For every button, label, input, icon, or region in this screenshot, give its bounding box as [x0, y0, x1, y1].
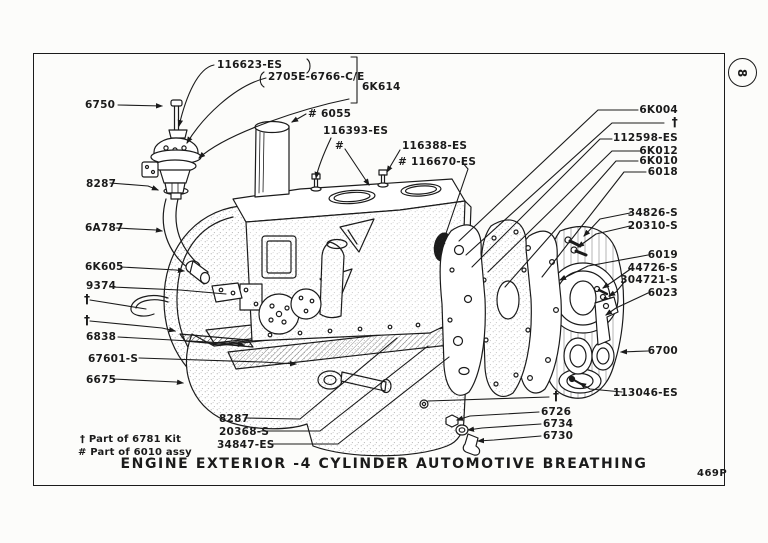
- leader-8287-bottom: [244, 337, 398, 420]
- part-label-6k614: 6K614: [362, 81, 401, 93]
- leader-6a787: [115, 227, 164, 233]
- leader-113046-es: [579, 382, 623, 393]
- part-label-6730: 6730: [543, 430, 574, 442]
- brace-right-116623: [306, 58, 311, 74]
- leader-6675: [112, 378, 185, 385]
- part-label-304721-s: 304721-S: [620, 274, 678, 286]
- leader-6019: [559, 254, 649, 281]
- part-label-dagger-drain: †: [553, 389, 560, 403]
- leader-6k012: [487, 150, 641, 273]
- leader-34826-s: [583, 212, 631, 237]
- part-label-116388-es: 116388-ES: [402, 140, 468, 152]
- leader-116670-es: [440, 161, 469, 250]
- leader-6055: [291, 113, 307, 123]
- fuel-pump-art: [141, 99, 202, 200]
- part-label-6726: 6726: [541, 406, 572, 418]
- sheet-number: 469P: [697, 468, 728, 479]
- leader-lines: [89, 56, 665, 445]
- part-label-34826-s: 34826-S: [627, 207, 678, 219]
- leader-6k605: [120, 266, 186, 273]
- leader-6730: [476, 435, 542, 444]
- part-label-20310-s: 20310-S: [627, 220, 678, 232]
- part-label-6k605: 6K605: [85, 261, 124, 273]
- part-label-dagger-right: †: [671, 115, 678, 129]
- part-label-dagger-hose: †: [84, 292, 91, 306]
- part-label-2705e-6766: 2705E-6766-C/E: [268, 71, 365, 83]
- part-label-6055: # 6055: [308, 108, 352, 120]
- leader-2705e: [186, 77, 267, 144]
- leader-6018: [541, 171, 647, 278]
- part-label-9374: 9374: [86, 280, 117, 292]
- part-label-hash-bolt: #: [335, 140, 345, 152]
- part-label-dagger-tray: †: [84, 313, 91, 327]
- part-label-116623-es: 116623-ES: [217, 59, 283, 71]
- leader-dagger-right: [465, 122, 665, 256]
- part-label-6k010: 6K010: [639, 155, 678, 167]
- part-label-6734: 6734: [543, 418, 574, 430]
- part-label-116670-es: # 116670-ES: [398, 156, 477, 168]
- leader-dagger-left-2: [89, 320, 177, 333]
- diagram-border: [33, 53, 725, 486]
- part-label-6023: 6023: [647, 287, 678, 299]
- page-number-circle: 8: [728, 58, 757, 87]
- leader-group-3: [198, 98, 350, 159]
- footnote-hash: # Part of 6010 assy: [78, 447, 192, 458]
- diagram-title: ENGINE EXTERIOR -4 CYLINDER AUTOMOTIVE B…: [120, 456, 648, 472]
- part-label-113046-es: 113046-ES: [612, 387, 678, 399]
- part-label-8287-pan: 8287: [219, 413, 250, 425]
- leader-112598-es: [471, 138, 613, 268]
- part-label-116393-es: 116393-ES: [323, 125, 389, 137]
- part-label-6018: 6018: [647, 166, 678, 178]
- leader-6838: [117, 336, 246, 348]
- leader-6k010: [504, 160, 639, 288]
- part-label-44726-s: 44726-S: [627, 262, 678, 274]
- leader-116388-es: [386, 149, 401, 173]
- leader-6734: [466, 423, 542, 432]
- part-label-6750: 6750: [85, 99, 116, 111]
- part-label-6700: 6700: [647, 345, 678, 357]
- leader-116623-es: [177, 64, 215, 128]
- leader-dagger-mid: [427, 396, 550, 402]
- engine-block-art: [232, 178, 472, 342]
- small-fasteners-art: [445, 236, 619, 456]
- leader-116393-es: [314, 137, 332, 180]
- part-label-112598-es: 112598-ES: [612, 132, 678, 144]
- leader-dagger-left-1: [89, 299, 147, 310]
- bracket-6k614: [350, 56, 358, 104]
- part-label-6k012: 6K012: [639, 145, 678, 157]
- part-label-6675: 6675: [86, 374, 117, 386]
- leader-6k004: [458, 109, 639, 242]
- leader-6023: [605, 292, 649, 316]
- part-label-6a787: 6A787: [85, 222, 124, 234]
- leader-6700: [619, 349, 649, 355]
- leader-6750: [117, 103, 164, 109]
- leader-hash-top: [344, 148, 370, 186]
- part-label-67601-s: 67601-S: [88, 353, 139, 365]
- leader-67601-s: [138, 357, 298, 367]
- part-label-6019: 6019: [647, 249, 678, 261]
- part-label-6838: 6838: [86, 331, 117, 343]
- footnote-dagger: † Part of 6781 Kit: [80, 434, 182, 445]
- part-label-34847-es: 34847-ES: [217, 439, 275, 451]
- leader-9374: [111, 286, 227, 295]
- leader-6726: [455, 411, 540, 421]
- leader-20368-s: [260, 345, 429, 432]
- part-label-8287-pump: 8287: [86, 178, 117, 190]
- leader-8287-top: [109, 182, 159, 191]
- leader-304721-s: [608, 279, 627, 297]
- part-label-20368-s: 20368-S: [219, 426, 270, 438]
- leader-44726-s: [602, 267, 633, 289]
- leader-20310-s: [577, 225, 631, 248]
- leader-34847-es: [268, 356, 450, 445]
- part-label-6k004: 6K004: [639, 104, 678, 116]
- timing-cover-stack-art: [439, 219, 625, 399]
- page-number: 8: [735, 68, 750, 77]
